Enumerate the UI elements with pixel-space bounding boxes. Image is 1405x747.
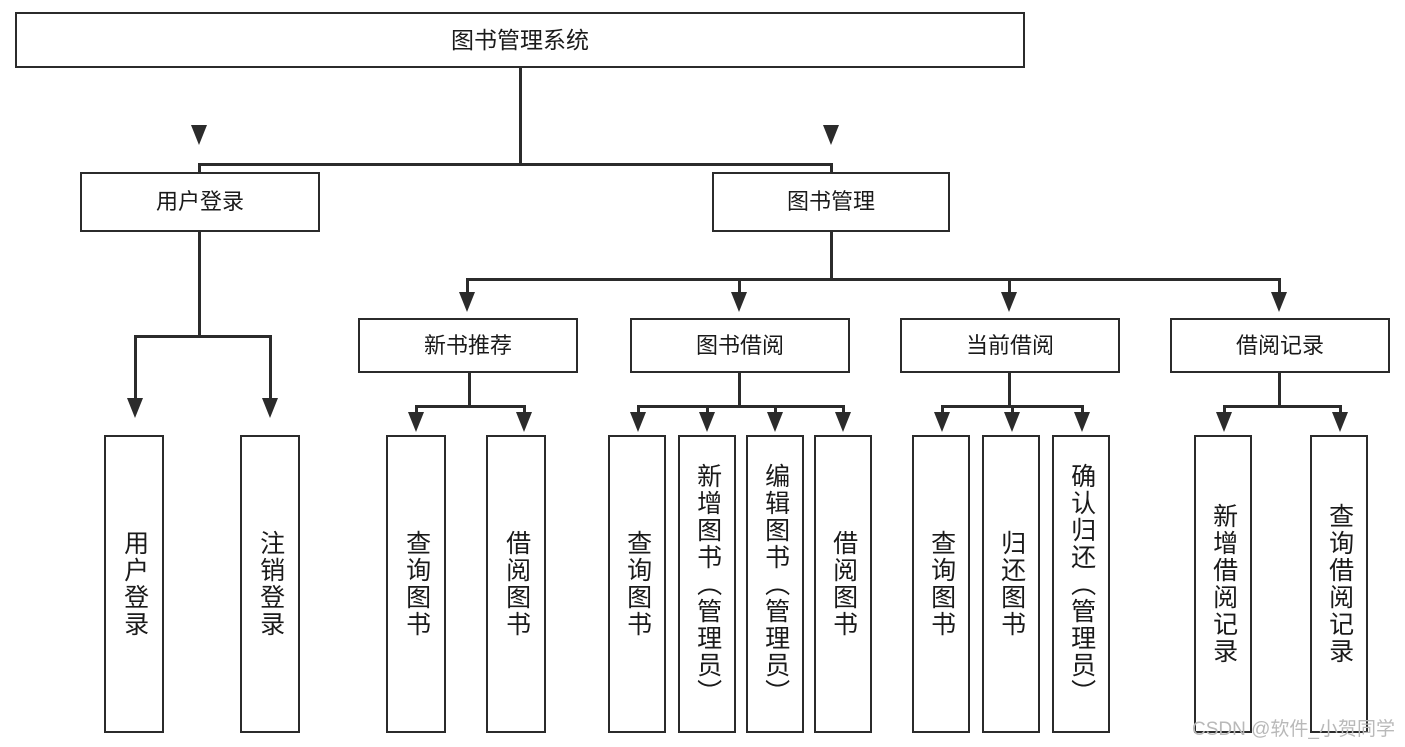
leaf-query-borrow-record[interactable]: 查询借阅记录	[1310, 435, 1368, 733]
connector-bookmgmt-drop-3	[1008, 278, 1011, 298]
connector-bookborrow-bus	[637, 405, 844, 408]
leaf-return-book[interactable]: 归还图书	[982, 435, 1040, 733]
arrowhead-to-user-login	[191, 125, 207, 145]
connector-newbook-bus	[415, 405, 525, 408]
connector-bookmgmt-drop-1	[466, 278, 469, 298]
leaf-logout[interactable]: 注销登录	[240, 435, 300, 733]
connector-root-drop-1	[198, 163, 201, 179]
leaf-edit-book-admin[interactable]: 编辑图书（管理员）	[746, 435, 804, 733]
arrowhead-leaf-1	[127, 398, 143, 418]
node-book-management[interactable]: 图书管理	[712, 172, 950, 232]
connector-root-drop-2	[830, 163, 833, 179]
node-label: 查询图书	[927, 530, 956, 638]
leaf-confirm-return-admin[interactable]: 确认归还（管理员）	[1052, 435, 1110, 733]
arrowhead-to-book-borrow	[731, 292, 747, 312]
leaf-user-login[interactable]: 用户登录	[104, 435, 164, 733]
connector-bookmgmt-bus	[466, 278, 1280, 281]
node-label: 注销登录	[256, 530, 285, 638]
connector-bookborrow-stem	[738, 373, 741, 407]
arrowhead-leaf-3	[408, 412, 424, 432]
leaf-borrow-book[interactable]: 借阅图书	[814, 435, 872, 733]
node-label: 用户登录	[155, 189, 244, 215]
connector-newbook-stem	[468, 373, 471, 407]
arrowhead-leaf-5	[630, 412, 646, 432]
arrowhead-leaf-7	[767, 412, 783, 432]
connector-userlogin-drop-1	[134, 335, 137, 403]
connector-currentborrow-stem	[1008, 373, 1011, 407]
connector-borrowrecord-stem	[1278, 373, 1281, 407]
node-user-login[interactable]: 用户登录	[80, 172, 320, 232]
node-borrow-record[interactable]: 借阅记录	[1170, 318, 1390, 373]
node-label: 新增图书（管理员）	[693, 462, 722, 706]
node-label: 查询图书	[623, 530, 652, 638]
arrowhead-leaf-8	[835, 412, 851, 432]
leaf-query-book-current[interactable]: 查询图书	[912, 435, 970, 733]
connector-bookmgmt-stem	[830, 232, 833, 280]
leaf-borrow-book-recommend[interactable]: 借阅图书	[486, 435, 546, 733]
connector-userlogin-bus	[134, 335, 271, 338]
node-label: 归还图书	[997, 530, 1026, 638]
arrowhead-leaf-4	[516, 412, 532, 432]
arrowhead-leaf-11	[1074, 412, 1090, 432]
arrowhead-to-book-manage	[823, 125, 839, 145]
leaf-add-borrow-record[interactable]: 新增借阅记录	[1194, 435, 1252, 733]
arrowhead-leaf-2	[262, 398, 278, 418]
node-label: 借阅图书	[829, 530, 858, 638]
connector-userlogin-stem	[198, 232, 201, 337]
node-current-borrow[interactable]: 当前借阅	[900, 318, 1120, 373]
connector-userlogin-drop-2	[269, 335, 272, 403]
arrowhead-leaf-6	[699, 412, 715, 432]
leaf-add-book-admin[interactable]: 新增图书（管理员）	[678, 435, 736, 733]
node-label: 图书管理	[786, 189, 875, 215]
node-new-book-recommend[interactable]: 新书推荐	[358, 318, 578, 373]
node-label: 图书管理系统	[451, 26, 589, 53]
node-label: 确认归还（管理员）	[1067, 462, 1096, 706]
node-book-borrow[interactable]: 图书借阅	[630, 318, 850, 373]
connector-bookmgmt-drop-4	[1278, 278, 1281, 298]
arrowhead-to-current-borrow	[1001, 292, 1017, 312]
node-root-system[interactable]: 图书管理系统	[15, 12, 1025, 68]
node-label: 查询图书	[402, 530, 431, 638]
node-label: 图书借阅	[695, 332, 784, 358]
connector-borrowrecord-bus	[1223, 405, 1341, 408]
node-label: 编辑图书（管理员）	[761, 462, 790, 706]
node-label: 借阅图书	[502, 530, 531, 638]
connector-bookmgmt-drop-2	[738, 278, 741, 298]
node-label: 查询借阅记录	[1325, 503, 1354, 665]
arrowhead-leaf-13	[1332, 412, 1348, 432]
node-label: 借阅记录	[1235, 332, 1324, 358]
arrowhead-leaf-9	[934, 412, 950, 432]
node-label: 当前借阅	[965, 332, 1054, 358]
arrowhead-leaf-12	[1216, 412, 1232, 432]
leaf-query-book-recommend[interactable]: 查询图书	[386, 435, 446, 733]
connector-root-stem	[519, 68, 522, 164]
arrowhead-leaf-10	[1004, 412, 1020, 432]
node-label: 用户登录	[120, 530, 149, 638]
arrowhead-to-borrow-record	[1271, 292, 1287, 312]
node-label: 新增借阅记录	[1209, 503, 1238, 665]
arrowhead-to-new-book	[459, 292, 475, 312]
leaf-query-book-borrow[interactable]: 查询图书	[608, 435, 666, 733]
connector-root-bus	[198, 163, 832, 166]
node-label: 新书推荐	[423, 332, 512, 358]
